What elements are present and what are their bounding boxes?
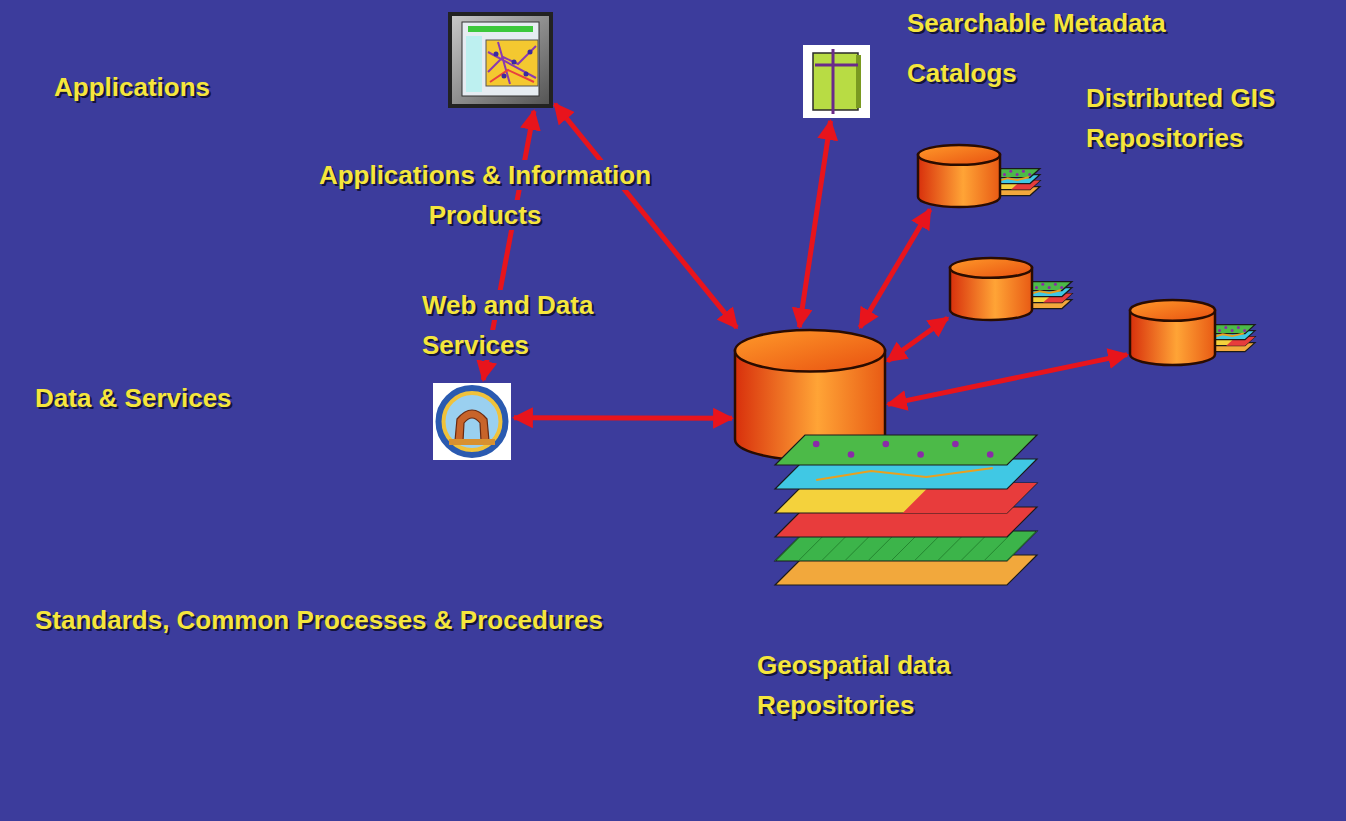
node-label: Distributed GIS Repositories xyxy=(1084,83,1277,153)
node-outline xyxy=(803,45,870,118)
node-outline xyxy=(918,145,1000,207)
layer-label: Applications xyxy=(52,72,212,102)
connector-arrow xyxy=(514,415,732,421)
node-label: Searchable Metadata Catalogs xyxy=(905,8,1168,88)
connector-arrow xyxy=(888,355,1127,405)
data-layers xyxy=(775,435,1037,585)
layer-label-wrap: Applications xyxy=(52,67,352,107)
layer-label-wrap: Standards, Common Processes & Procedures xyxy=(33,600,623,640)
repository-cylinder xyxy=(1130,300,1215,365)
layer-label: Data & Services xyxy=(33,383,234,413)
node-outline xyxy=(1130,300,1215,365)
node-outline xyxy=(433,383,511,460)
service-icon: Web and Data Services xyxy=(433,383,511,460)
application-window: Applications & Information Products xyxy=(448,12,553,108)
node-label: Applications & Information Products xyxy=(317,160,653,230)
node-outline xyxy=(735,330,885,460)
layer-label: Standards, Common Processes & Procedures xyxy=(33,605,605,635)
node-label: Geospatial data Repositories xyxy=(755,650,953,720)
connector-arrow xyxy=(887,318,947,361)
connector-arrow xyxy=(799,121,830,327)
connector-arrow xyxy=(860,210,930,328)
node-label-wrap: Geospatial data Repositories xyxy=(755,645,1000,725)
node-label-wrap: Applications & Information Products xyxy=(305,155,665,235)
layer-label-wrap: Data & Services xyxy=(33,378,333,418)
node-label-wrap: Web and Data Services xyxy=(420,285,635,365)
node-outline xyxy=(950,258,1032,320)
repository-cylinder: Geospatial data Repositories xyxy=(735,330,885,460)
node-outline xyxy=(448,12,553,108)
repository-cylinder xyxy=(950,258,1032,320)
node-label: Web and Data Services xyxy=(420,290,595,360)
repository-cylinder: Distributed GIS Repositories xyxy=(918,145,1000,207)
node-label-wrap: Distributed GIS Repositories xyxy=(1084,78,1334,158)
catalog-icon: Searchable Metadata Catalogs xyxy=(803,45,870,118)
